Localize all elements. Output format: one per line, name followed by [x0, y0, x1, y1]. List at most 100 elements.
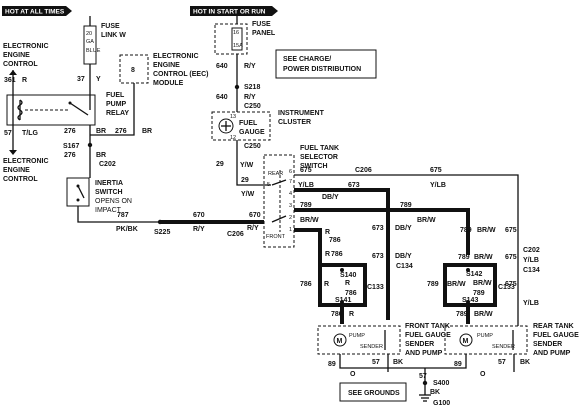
svg-text:R: R	[345, 280, 350, 287]
svg-text:8: 8	[131, 67, 135, 74]
svg-text:57: 57	[4, 130, 12, 137]
svg-text:37: 37	[77, 76, 85, 83]
eec-left-bottom-label: ELECTRONIC	[3, 158, 49, 165]
svg-text:PUMP: PUMP	[106, 101, 127, 108]
svg-text:Y/W: Y/W	[240, 162, 254, 169]
svg-text:789: 789	[300, 202, 312, 209]
svg-text:MODULE: MODULE	[153, 80, 184, 87]
hot-in-start-run-header: HOT IN START OR RUN	[190, 6, 278, 16]
svg-text:BR/W: BR/W	[474, 254, 493, 261]
svg-text:PANEL: PANEL	[252, 30, 276, 37]
svg-text:276: 276	[64, 128, 76, 135]
fuse-panel	[214, 23, 248, 55]
svg-text:786: 786	[329, 237, 341, 244]
svg-text:ENGINE: ENGINE	[153, 62, 180, 69]
svg-text:C133: C133	[367, 284, 384, 291]
svg-text:CLUSTER: CLUSTER	[278, 119, 311, 126]
svg-text:6: 6	[289, 169, 292, 175]
svg-text:C250: C250	[244, 143, 261, 150]
svg-text:789: 789	[473, 290, 485, 297]
svg-text:16: 16	[233, 30, 239, 36]
svg-text:SENDER: SENDER	[533, 341, 562, 348]
see-grounds-box	[339, 382, 407, 402]
svg-text:786: 786	[331, 311, 343, 318]
svg-text:5: 5	[267, 182, 270, 188]
svg-text:2: 2	[289, 215, 292, 221]
eec-left-top-label: ELECTRONIC	[3, 43, 49, 50]
svg-text:C206: C206	[227, 231, 244, 238]
svg-text:675: 675	[300, 167, 312, 174]
eec-module-label: ELECTRONIC	[153, 53, 199, 60]
inertia-switch-label: INERTIA	[95, 180, 123, 187]
svg-text:BR/W: BR/W	[300, 217, 319, 224]
svg-text:BK: BK	[520, 359, 530, 366]
svg-text:Y/LB: Y/LB	[523, 300, 539, 307]
svg-text:S167: S167	[63, 143, 79, 150]
svg-text:S225: S225	[154, 229, 170, 236]
svg-text:DB/Y: DB/Y	[322, 194, 339, 201]
svg-text:89: 89	[328, 361, 336, 368]
svg-text:789: 789	[400, 202, 412, 209]
svg-text:S143: S143	[462, 297, 478, 304]
svg-text:GAUGE: GAUGE	[239, 129, 265, 136]
hot-at-all-times-header: HOT AT ALL TIMES	[2, 6, 72, 16]
front-tank-sender-pump	[317, 325, 401, 355]
fuel-gauge-label: FUEL	[239, 120, 258, 127]
svg-text:BR: BR	[96, 128, 106, 135]
svg-text:29: 29	[241, 177, 249, 184]
svg-text:PUMP: PUMP	[477, 333, 493, 339]
svg-text:M: M	[337, 338, 343, 345]
fuse-link-label: FUSE	[101, 23, 120, 30]
front-tank-label: FRONT TANK	[405, 323, 450, 330]
svg-text:R: R	[349, 311, 354, 318]
front-pump-motor-icon	[333, 333, 347, 347]
svg-text:789: 789	[460, 227, 472, 234]
svg-text:R: R	[325, 229, 330, 236]
svg-text:R/Y: R/Y	[247, 225, 259, 232]
svg-text:Y/LB: Y/LB	[298, 182, 314, 189]
svg-text:AND PUMP: AND PUMP	[405, 350, 443, 357]
svg-text:CONTROL (EEC): CONTROL (EEC)	[153, 71, 208, 78]
hot-in-start-run-text: HOT IN START OR RUN	[193, 9, 266, 16]
rear-tank-sender-pump	[444, 325, 528, 355]
svg-text:670: 670	[249, 212, 261, 219]
svg-text:O: O	[350, 371, 356, 378]
svg-text:675: 675	[430, 167, 442, 174]
svg-text:276: 276	[115, 128, 127, 135]
svg-text:789: 789	[456, 311, 468, 318]
svg-text:SEE CHARGE/: SEE CHARGE/	[283, 56, 331, 63]
svg-text:DB/Y: DB/Y	[395, 225, 412, 232]
svg-text:CONTROL: CONTROL	[3, 176, 38, 183]
svg-text:12: 12	[230, 135, 236, 141]
svg-text:675: 675	[505, 254, 517, 261]
svg-text:786: 786	[300, 281, 312, 288]
hot-at-all-times-text: HOT AT ALL TIMES	[5, 9, 65, 16]
svg-text:7: 7	[289, 179, 292, 185]
svg-text:BR: BR	[142, 128, 152, 135]
svg-text:SENDER: SENDER	[492, 344, 515, 350]
svg-text:3: 3	[289, 203, 292, 209]
svg-text:S400: S400	[433, 380, 449, 387]
svg-text:LINK W: LINK W	[101, 32, 126, 39]
svg-text:C134: C134	[396, 263, 413, 270]
svg-text:R: R	[324, 281, 329, 288]
svg-text:Y/LB: Y/LB	[430, 182, 446, 189]
svg-text:BR: BR	[96, 152, 106, 159]
svg-text:AND PUMP: AND PUMP	[533, 350, 571, 357]
svg-text:BK: BK	[393, 359, 403, 366]
svg-text:Y/LB: Y/LB	[523, 257, 539, 264]
svg-text:O: O	[480, 371, 486, 378]
svg-text:S218: S218	[244, 84, 260, 91]
svg-text:57: 57	[419, 373, 427, 380]
svg-text:SELECTOR: SELECTOR	[300, 154, 338, 161]
fuel-pump-relay-label: FUEL	[106, 92, 125, 99]
instrument-cluster-label: INSTRUMENT	[278, 110, 325, 117]
svg-text:C202: C202	[523, 247, 540, 254]
svg-text:Y: Y	[96, 76, 101, 83]
svg-text:SEE GROUNDS: SEE GROUNDS	[348, 390, 400, 397]
svg-text:C134: C134	[523, 267, 540, 274]
selector-switch-label: FUEL TANK	[300, 145, 339, 152]
svg-text:29: 29	[216, 161, 224, 168]
